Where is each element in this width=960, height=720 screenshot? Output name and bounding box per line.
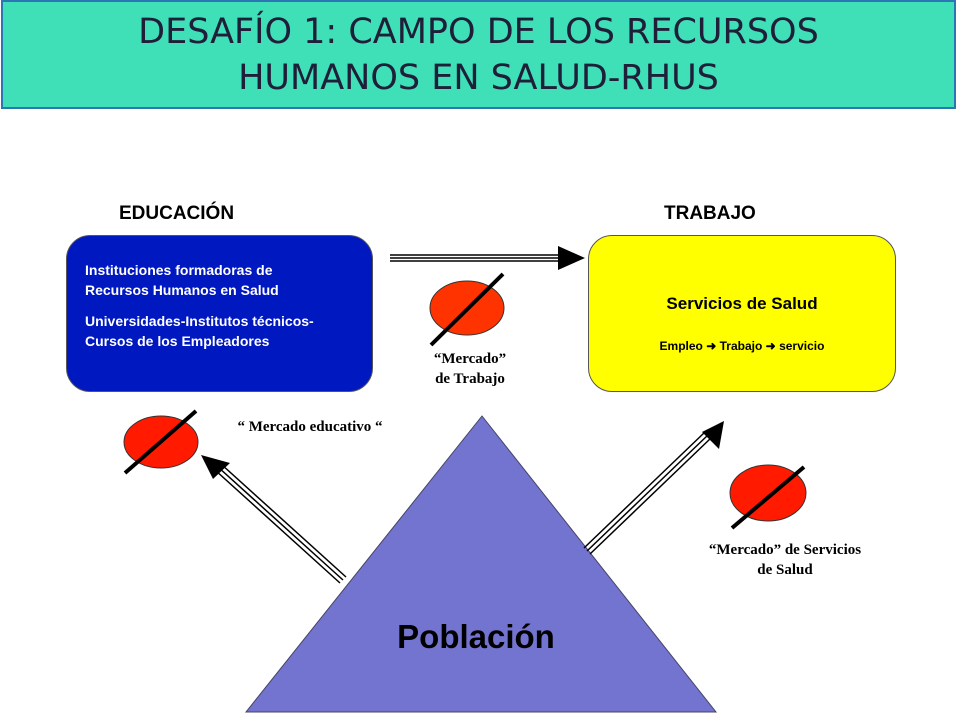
arrow-education-to-work [390, 246, 585, 270]
health-services-box: Servicios de Salud Empleo ➜ Trabajo ➜ se… [588, 235, 896, 392]
arrow-population-to-services [583, 421, 724, 555]
population-label: Población [397, 618, 555, 655]
education-line-3: Universidades-Institutos técnicos- [85, 313, 314, 329]
services-market-label: “Mercado” de Servicios de Salud [670, 540, 900, 580]
work-market-label: “Mercado” de Trabajo [400, 349, 540, 389]
education-line-4: Cursos de los Empleadores [85, 333, 270, 349]
arrow-right-icon: ➜ [765, 339, 776, 353]
title-banner: DESAFÍO 1: CAMPO DE LOS RECURSOS HUMANOS… [1, 0, 956, 109]
service-label: servicio [779, 339, 825, 353]
title-line-1: DESAFÍO 1: CAMPO DE LOS RECURSOS [138, 11, 819, 52]
services-market-line-1: “Mercado” de Servicios [708, 542, 862, 558]
health-services-title: Servicios de Salud [666, 294, 818, 313]
arrow-right-icon: ➜ [706, 339, 717, 353]
services-market-line-2: de Salud [757, 562, 813, 578]
health-services-subtitle: Empleo ➜ Trabajo ➜ servicio [589, 339, 895, 353]
employment-label: Empleo [659, 339, 703, 353]
education-line-2: Recursos Humanos en Salud [85, 282, 279, 298]
title-line-2: HUMANOS EN SALUD-RHUS [238, 57, 719, 98]
population-triangle [244, 415, 718, 713]
education-institutions-box: Instituciones formadoras de Recursos Huma… [66, 235, 373, 392]
work-market-icon [429, 272, 505, 347]
education-market-icon [123, 409, 199, 475]
services-market-icon [729, 464, 807, 530]
heading-work: TRABAJO [664, 203, 756, 224]
work-label: Trabajo [719, 339, 763, 353]
education-market-label: “ Mercado educativo “ [237, 419, 383, 435]
work-market-line-2: de Trabajo [435, 371, 505, 387]
education-line-1: Instituciones formadoras de [85, 262, 273, 278]
arrow-population-to-education [201, 455, 347, 584]
heading-education: EDUCACIÓN [119, 203, 235, 224]
work-market-line-1: “Mercado” [433, 351, 507, 367]
